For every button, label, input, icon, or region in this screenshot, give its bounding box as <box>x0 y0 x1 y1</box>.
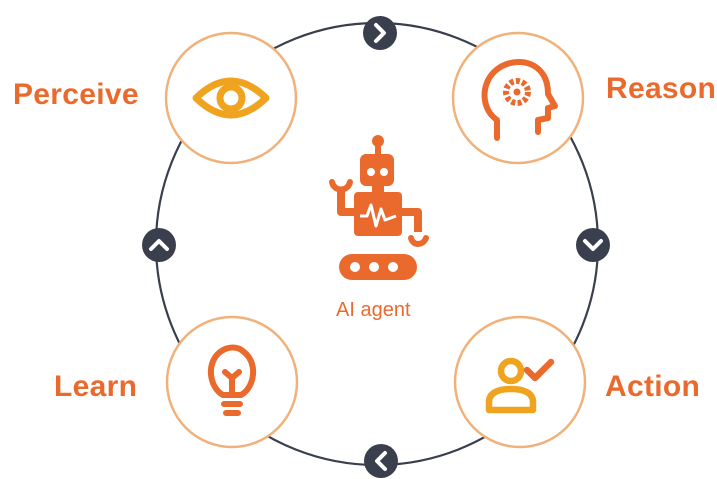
chevron-down-icon <box>583 239 603 251</box>
stage-label-perceive: Perceive <box>13 78 139 111</box>
stage-label-reason: Reason <box>606 72 717 105</box>
connector-down <box>576 228 610 262</box>
chevron-left-icon <box>375 451 387 471</box>
stage-label-learn: Learn <box>54 370 138 403</box>
user-check-icon <box>485 357 555 414</box>
center-label: AI agent <box>336 299 411 321</box>
head-gear-icon <box>481 58 558 141</box>
chevron-up-icon <box>149 239 169 251</box>
stage-label-action: Action <box>605 370 701 403</box>
connector-up <box>142 228 176 262</box>
eye-icon <box>192 77 270 119</box>
stage-action <box>453 315 587 449</box>
stage-learn <box>165 315 299 449</box>
lightbulb-icon <box>208 344 256 416</box>
connector-left <box>364 444 398 478</box>
connector-right <box>363 16 397 50</box>
robot-icon <box>329 135 429 280</box>
chevron-right-icon <box>374 23 386 43</box>
stage-reason <box>451 31 585 165</box>
stage-perceive <box>164 31 298 165</box>
